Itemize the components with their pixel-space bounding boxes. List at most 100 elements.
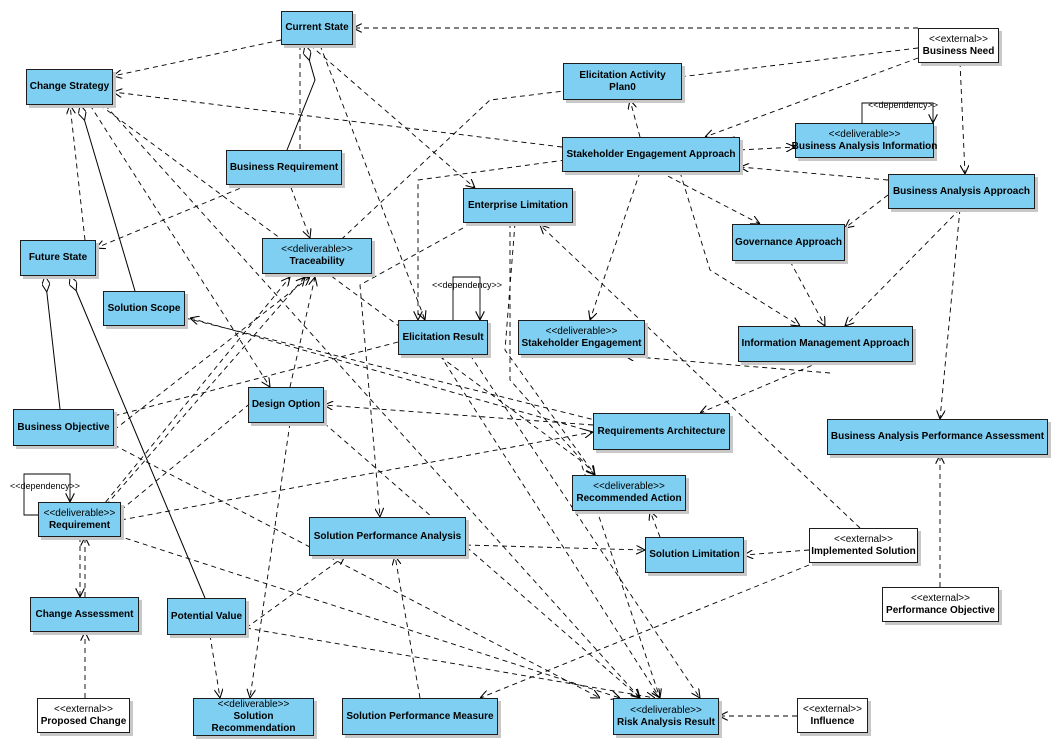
stakeholder-engagement-class[interactable]: <<deliverable>>Stakeholder Engagement (518, 320, 645, 355)
dependency-arrow (250, 422, 291, 698)
aggregation-line (286, 45, 316, 151)
dependency-arrow (590, 171, 641, 320)
solution-scope-class[interactable]: Solution Scope (103, 291, 185, 326)
class-name: Potential Value (170, 610, 243, 622)
dependency-arrow (959, 61, 965, 174)
solution-limitation-class[interactable]: Solution Limitation (645, 537, 744, 573)
information-management-approach-class[interactable]: Information Management Approach (738, 326, 913, 362)
current-state-class[interactable]: Current State (281, 11, 353, 45)
dependency-arrow (60, 341, 399, 430)
class-name: Performance Objective (886, 604, 995, 616)
class-name: Change Strategy (29, 81, 110, 92)
class-name: Design Option (251, 399, 321, 410)
traceability-class[interactable]: <<deliverable>>Traceability (262, 238, 372, 274)
dependency-arrow (309, 44, 475, 188)
implemented-solution-class[interactable]: <<external>>Implemented Solution (809, 528, 918, 563)
class-name: Business Analysis Performance Assessment (830, 431, 1045, 442)
dependency-arrow (739, 147, 795, 150)
stereotype-label: <<deliverable>> (281, 244, 353, 255)
elicitation-result-class[interactable]: Elicitation Result (398, 320, 488, 355)
change-strategy-class[interactable]: Change Strategy (26, 69, 113, 105)
dependency-arrow (740, 167, 889, 181)
business-analysis-approach-class[interactable]: Business Analysis Approach (888, 174, 1035, 209)
dependency-stereotype-label: <<dependency>> (10, 481, 80, 491)
class-name: Traceability (289, 256, 345, 267)
potential-value-class[interactable]: Potential Value (167, 598, 246, 635)
class-name: Future State (28, 252, 88, 263)
enterprise-limitation-class[interactable]: Enterprise Limitation (463, 188, 573, 223)
dependency-arrow (99, 104, 660, 698)
dependency-arrow (245, 556, 345, 629)
stereotype-label: <<external>> (803, 703, 862, 715)
self-dependency-loop (861, 102, 933, 123)
dependency-arrow (323, 422, 640, 698)
class-name: Elicitation Activity (579, 69, 666, 81)
solution-performance-measure-class[interactable]: Solution Performance Measure (342, 698, 498, 735)
dependency-arrow (439, 354, 660, 698)
dependency-arrow (245, 627, 655, 698)
business-objective-class[interactable]: Business Objective (13, 409, 114, 446)
governance-approach-class[interactable]: Governance Approach (732, 224, 845, 261)
dependency-arrow (209, 634, 220, 698)
business-analysis-performance-assessment-class[interactable]: Business Analysis Performance Assessment (827, 419, 1048, 455)
class-name: Business Analysis Information (791, 140, 938, 152)
design-option-class[interactable]: Design Option (248, 387, 324, 423)
dependency-arrow (289, 277, 315, 388)
business-analysis-information-class[interactable]: <<deliverable>>Business Analysis Informa… (792, 123, 937, 158)
business-requirement-class[interactable]: Business Requirement (226, 150, 342, 185)
class-name: Solution Performance Analysis (313, 530, 462, 542)
dependency-arrow (659, 171, 760, 224)
class-name: Current State (285, 22, 349, 33)
class-name: Enterprise Limitation (467, 199, 568, 211)
aggregation-line (45, 276, 61, 410)
self-dependency-loop (23, 473, 70, 516)
dependency-arrow (113, 444, 600, 698)
class-name: Business Objective (17, 421, 110, 433)
class-name: Requirements Architecture (597, 425, 726, 437)
proposed-change-class[interactable]: <<external>>Proposed Change (37, 698, 130, 733)
requirements-architecture-class[interactable]: Requirements Architecture (593, 413, 730, 450)
influence-class[interactable]: <<external>>Influence (797, 698, 868, 733)
class-name: Elicitation Result (402, 331, 484, 343)
dependency-arrow (104, 104, 640, 698)
dependency-arrow (700, 361, 821, 413)
class-name: Recommendation (211, 723, 296, 734)
stereotype-label: <<deliverable>> (828, 128, 901, 140)
dependency-arrow (190, 318, 594, 433)
dependency-arrow (113, 277, 310, 431)
dependency-arrow (705, 57, 919, 137)
class-name: Proposed Change (40, 715, 127, 727)
dependency-arrow (625, 356, 831, 374)
class-name: Risk Analysis Result (616, 716, 715, 728)
class-name: Business Requirement (229, 161, 339, 173)
dependency-stereotype-label: <<dependency>> (868, 100, 938, 110)
solution-performance-analysis-class[interactable]: Solution Performance Analysis (309, 517, 466, 556)
dependency-arrow (330, 47, 919, 250)
change-assessment-class[interactable]: Change Assessment (30, 597, 139, 632)
dependency-arrow (99, 277, 290, 510)
dependency-arrow (99, 277, 305, 513)
performance-objective-class[interactable]: <<external>>Performance Objective (882, 587, 999, 622)
stereotype-label: <<external>> (929, 33, 988, 45)
business-need-class[interactable]: <<external>>Business Need (918, 28, 999, 63)
dependency-arrow (509, 223, 595, 475)
requirement-class[interactable]: <<deliverable>>Requirement (38, 502, 121, 537)
stereotype-label: <<external>> (834, 533, 893, 545)
recommended-action-class[interactable]: <<deliverable>>Recommended Action (572, 475, 686, 511)
stakeholder-engagement-approach-class[interactable]: Stakeholder Engagement Approach (562, 137, 740, 172)
class-name: Governance Approach (735, 236, 842, 248)
dependency-arrow (845, 208, 961, 326)
class-name: Influence (810, 715, 855, 727)
class-name: Solution Limitation (649, 549, 740, 560)
dependency-arrow (99, 529, 620, 698)
aggregation-line (70, 276, 206, 599)
dependency-arrow (89, 104, 270, 387)
risk-analysis-result-class[interactable]: <<deliverable>>Risk Analysis Result (613, 698, 719, 735)
class-name: Business Analysis Approach (892, 185, 1031, 197)
class-name: Solution Scope (107, 302, 181, 314)
dependency-arrow (289, 45, 310, 238)
class-name: Change Assessment (35, 608, 134, 620)
future-state-class[interactable]: Future State (20, 240, 96, 276)
